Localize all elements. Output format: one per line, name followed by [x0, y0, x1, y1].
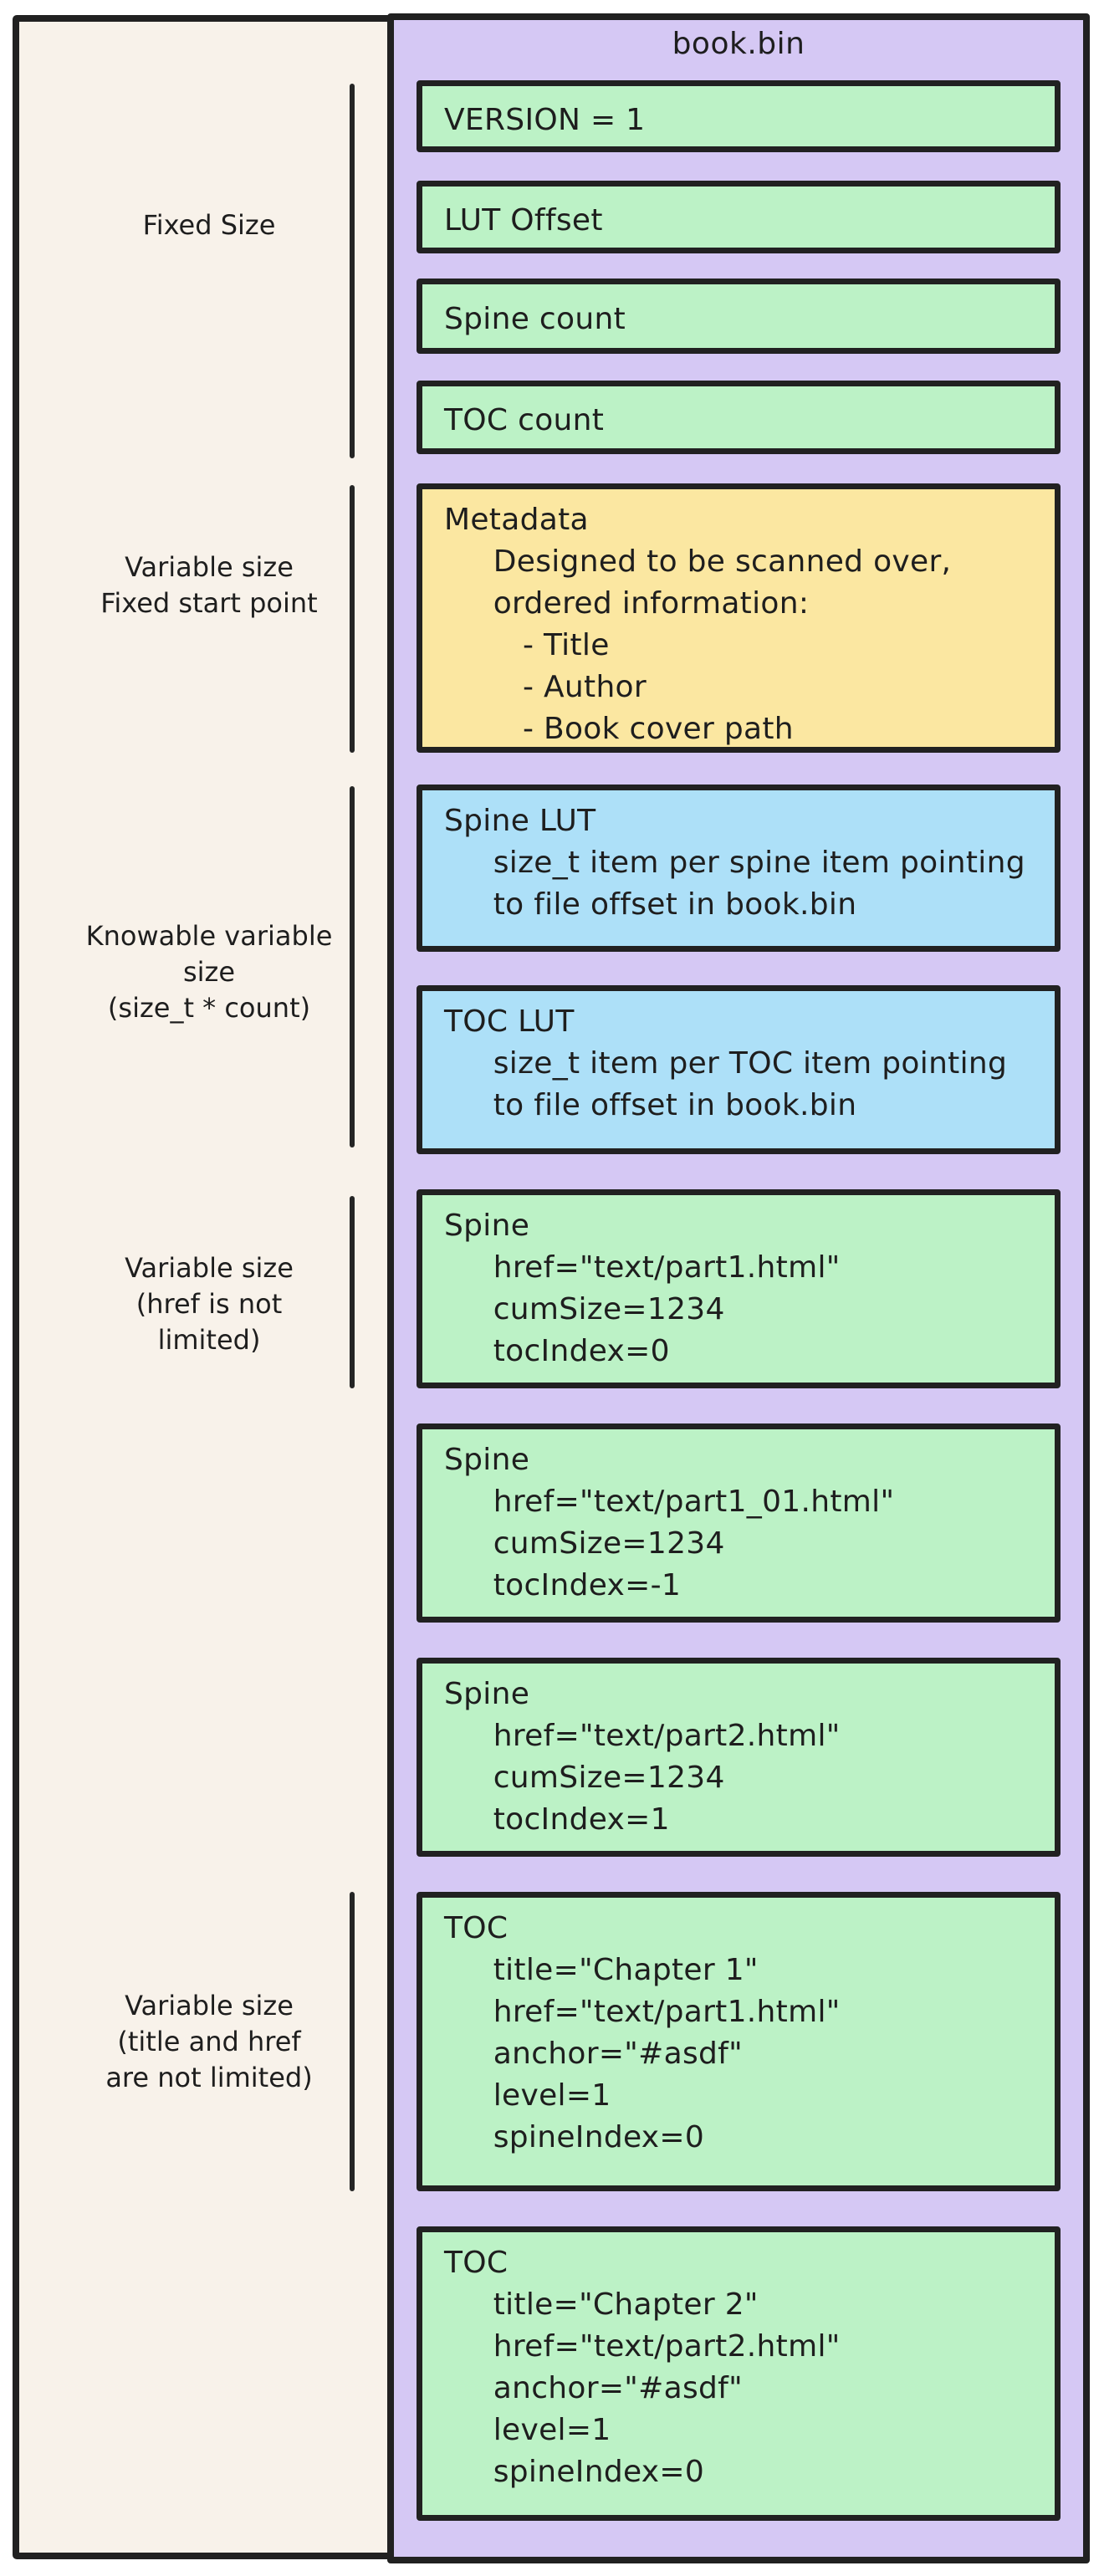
box-spine-count: Spine count	[417, 279, 1061, 354]
box-version: VERSION = 1	[417, 80, 1061, 152]
box-toc-count: TOC count	[417, 381, 1061, 454]
section-label-variable-href: Variable size (href is not limited)	[125, 1252, 294, 1356]
box-spine-2: Spine href="text/part1_01.html" cumSize=…	[417, 1423, 1061, 1623]
section-bracket-variable-href	[350, 1196, 355, 1388]
file-title: book.bin	[672, 27, 805, 61]
box-spine-1: Spine href="text/part1.html" cumSize=123…	[417, 1189, 1061, 1388]
box-toc-1: TOC title="Chapter 1" href="text/part1.h…	[417, 1892, 1061, 2191]
box-metadata: Metadata Designed to be scanned over, or…	[417, 483, 1061, 753]
section-label-variable-title-href: Variable size (title and href are not li…	[105, 1990, 313, 2093]
section-label-variable-fixed-start: Variable size Fixed start point	[100, 551, 318, 619]
section-bracket-variable-fixed-start	[350, 485, 355, 753]
section-label-fixed-size: Fixed Size	[142, 209, 276, 241]
box-toc-lut: TOC LUT size_t item per TOC item pointin…	[417, 985, 1061, 1154]
section-bracket-knowable-variable	[350, 786, 355, 1147]
box-lut-offset: LUT Offset	[417, 181, 1061, 253]
section-bracket-fixed-size	[350, 84, 355, 458]
section-bracket-variable-title-href	[350, 1892, 355, 2191]
box-spine-3: Spine href="text/part2.html" cumSize=123…	[417, 1658, 1061, 1857]
section-label-knowable-variable: Knowable variable size (size_t * count)	[85, 920, 333, 1024]
box-spine-lut: Spine LUT size_t item per spine item poi…	[417, 785, 1061, 952]
box-toc-2: TOC title="Chapter 2" href="text/part2.h…	[417, 2226, 1061, 2521]
